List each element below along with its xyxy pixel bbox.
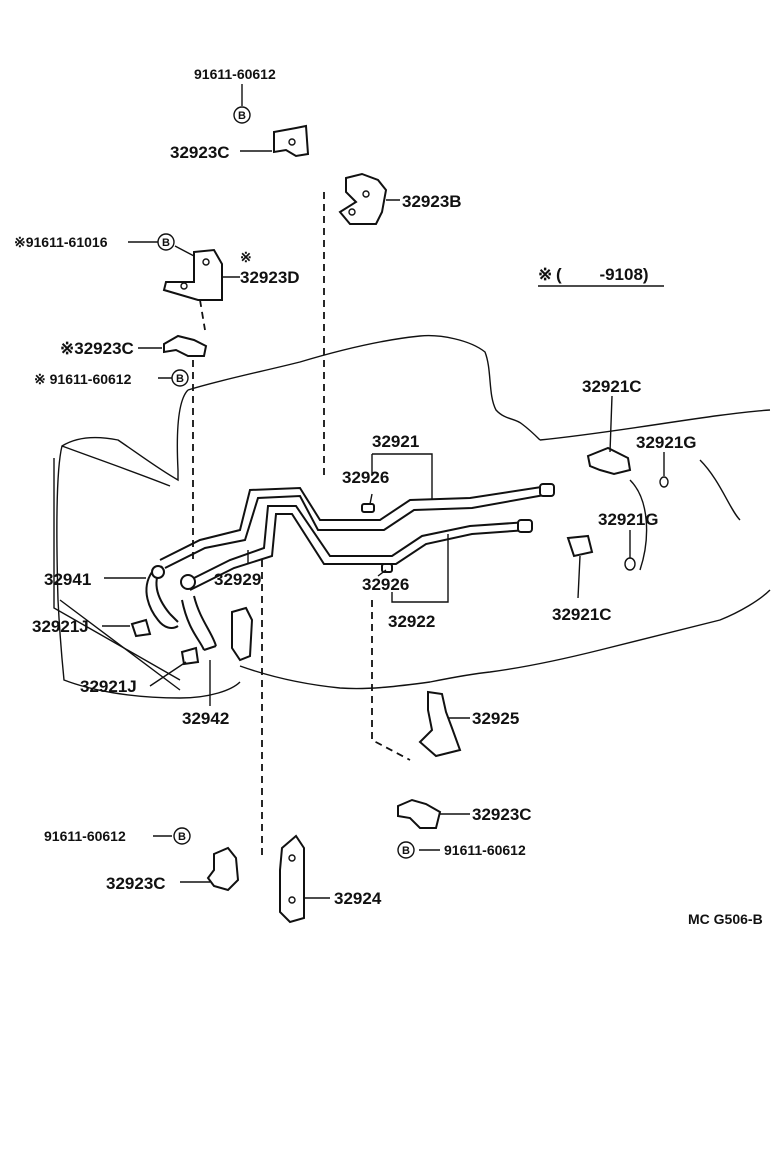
label-bracket-c-star: ※32923C: [60, 339, 134, 358]
label-bracket-c-right: 32923C: [472, 805, 532, 824]
label-star-mark: ※: [240, 249, 252, 265]
bracket-32924: [279, 834, 305, 924]
pipe-32922-b: [189, 513, 529, 591]
oring-32921g-upper: [659, 476, 669, 488]
label-bolt-star: ※91611-61016: [14, 234, 108, 250]
clip-32921j-lower: [180, 646, 200, 666]
label-hose-lower: 32942: [182, 709, 229, 728]
label-bracket-925: 32925: [472, 709, 519, 728]
svg-text:B: B: [176, 373, 184, 385]
label-bracket-d: 32923D: [240, 268, 300, 287]
pipe-end-upper: [539, 483, 555, 497]
clamp-32926-lower: [381, 563, 393, 573]
label-pipe-upper: 32921: [372, 432, 419, 451]
svg-text:B: B: [162, 237, 170, 249]
label-bracket-924: 32924: [334, 889, 382, 908]
label-fitting-lower: 32921C: [552, 605, 612, 624]
leader-lines: [53, 84, 665, 899]
fitting-32921c-lower: [566, 534, 594, 558]
bolt-icon-star: B: [157, 233, 175, 251]
label-bolt-top: 91611-60612: [194, 66, 276, 82]
label-bolt-right: 91611-60612: [444, 842, 526, 858]
pipe-32921-b: [164, 493, 551, 569]
svg-text:B: B: [402, 845, 410, 857]
label-fitting-upper: 32921C: [582, 377, 642, 396]
bracket-32923c-left: [206, 846, 240, 892]
bolt-icon-left: B: [173, 827, 191, 845]
bolt-icon-c-star: B: [171, 369, 189, 387]
bracket-32923c-star: [163, 334, 208, 357]
bracket-32923c-top: [273, 124, 310, 158]
label-clip-lower: 32921J: [80, 677, 137, 696]
label-clip-left: 32921J: [32, 617, 89, 636]
label-oring-lower: 32921G: [598, 510, 659, 529]
bolt-icon-right: B: [397, 841, 415, 859]
label-oring-upper: 32921G: [636, 433, 697, 452]
label-bracket-c-left: 32923C: [106, 874, 166, 893]
pipe-32922: [185, 505, 529, 583]
label-clamp-lower: 32926: [362, 575, 409, 594]
dashed-leader-925: [371, 600, 411, 761]
label-bolt-left: 91611-60612: [44, 828, 126, 844]
label-clamp-upper: 32926: [342, 468, 389, 487]
fitting-32921c-upper: [586, 446, 632, 476]
dashed-leader-923d: [199, 299, 206, 331]
label-pipe-mid: 32929: [214, 570, 261, 589]
bracket-32929: [231, 606, 254, 662]
label-bolt-c-star: ※ 91611-60612: [34, 371, 132, 387]
svg-text:※: ※: [538, 265, 552, 284]
bracket-32923c-right: [397, 798, 442, 829]
label-pipe-lower: 32922: [388, 612, 435, 631]
label-bracket-top: 32923C: [170, 143, 230, 162]
note-range: ※ ( -9108): [538, 265, 664, 287]
svg-text:( -9108): ( -9108): [556, 265, 649, 284]
clamp-32926-upper: [361, 503, 375, 513]
bracket-32923b: [338, 172, 388, 225]
bracket-32923d: [162, 248, 223, 301]
transmission-outline: [56, 334, 771, 699]
bracket-32925: [418, 690, 462, 758]
clip-32929: [180, 574, 196, 590]
pipe-end-lower: [517, 519, 533, 533]
pipe-32921: [159, 485, 549, 561]
hose-32941: [145, 565, 179, 629]
diagram-code: MC G506-B: [688, 911, 763, 927]
hose-32942: [181, 595, 217, 651]
svg-text:B: B: [178, 831, 186, 843]
clip-upper-left: [151, 565, 165, 579]
label-bracket-b: 32923B: [402, 192, 462, 211]
bolt-icon-top: B: [233, 106, 251, 124]
svg-text:B: B: [238, 110, 246, 122]
oring-32921g-lower: [624, 557, 636, 571]
clip-32921j-left: [130, 618, 152, 638]
label-hose-left: 32941: [44, 570, 91, 589]
